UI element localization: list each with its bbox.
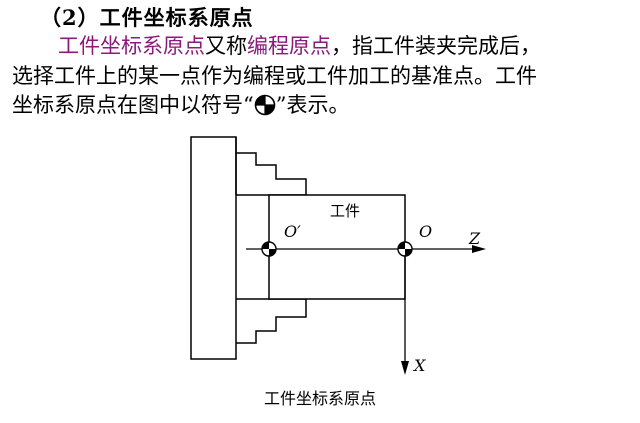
text-symbol-intro: 坐标系原点在图中以符号“ (12, 93, 254, 117)
lower-jaw (236, 298, 307, 344)
term-program-origin: 编程原点 (247, 34, 331, 58)
paragraph-line-2: 选择工件上的某一点作为编程或工件加工的基准点。工件 (12, 63, 537, 88)
workpiece-coordinate-diagram: 工件 Z X O′ O (190, 136, 486, 375)
origin-prime-label: O′ (284, 222, 301, 241)
origin-marker (397, 241, 413, 257)
origin-prime-marker (261, 241, 277, 257)
chuck-body (190, 136, 237, 360)
paragraph-line-1: 工件坐标系原点又称编程原点，指工件装夹完成后， (12, 32, 630, 62)
section-heading: （2）工件坐标系原点 (40, 5, 254, 30)
term-workpiece-origin: 工件坐标系原点 (58, 34, 205, 58)
upper-jaw (235, 137, 307, 195)
z-axis-label: Z (468, 229, 481, 248)
z-axis-arrow (472, 245, 486, 253)
workpiece-label: 工件 (330, 202, 360, 220)
paragraph-line-3: 坐标系原点在图中以符号“ ”表示。 (12, 91, 630, 121)
text-symbol-meaning: ”表示。 (275, 93, 350, 117)
figure-caption: 工件坐标系原点 (263, 389, 376, 408)
text-also-called: 又称 (205, 34, 247, 58)
x-axis-arrow (401, 361, 409, 375)
workpiece-origin-symbol-icon (254, 94, 276, 116)
definition-paragraph: 工件坐标系原点又称编程原点，指工件装夹完成后， 选择工件上的某一点作为编程或工件… (12, 32, 630, 121)
origin-label: O (419, 222, 432, 241)
text-clamp-finished: ，指工件装夹完成后， (331, 34, 541, 58)
x-axis-label: X (412, 356, 426, 375)
